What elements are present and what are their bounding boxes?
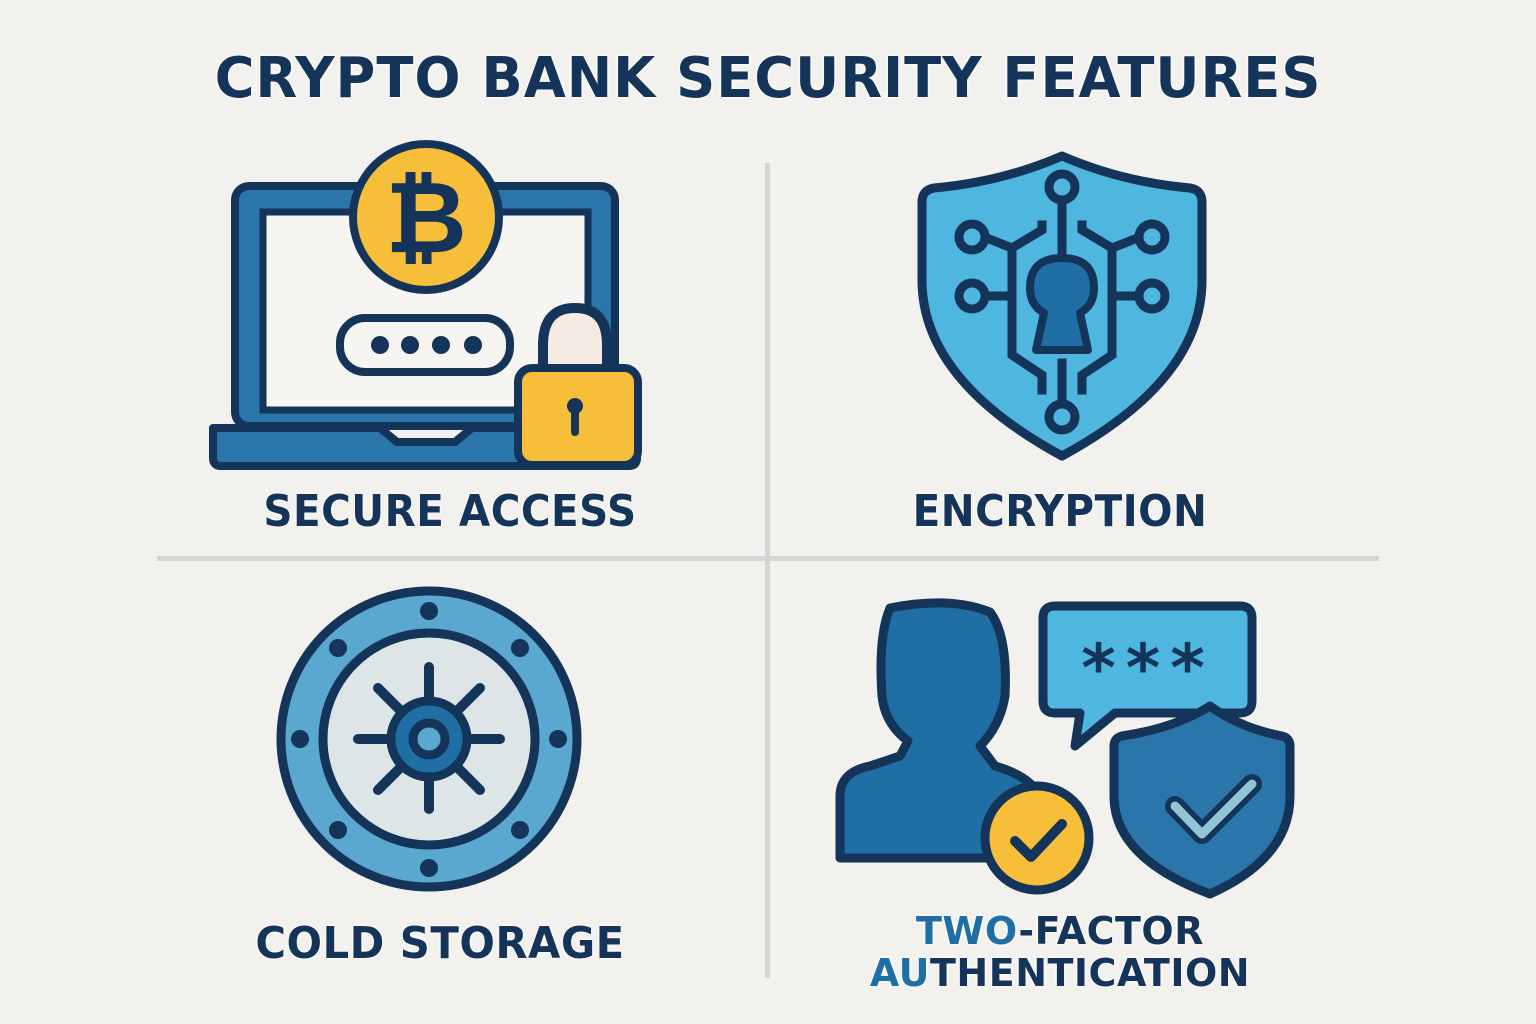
- vault-door-icon: [276, 586, 582, 892]
- bitcoin-icon: ₿: [385, 159, 467, 276]
- feature-label: SECURE ACCESS: [263, 486, 637, 537]
- check-circle-icon: [980, 781, 1094, 895]
- feature-label-line1: TWO-FACTOR: [915, 909, 1204, 953]
- shield-check-icon: [1109, 701, 1295, 899]
- feature-label: ENCRYPTION: [912, 486, 1208, 537]
- feature-label: COLD STORAGE: [255, 918, 625, 969]
- feature-label-line2: AUTHENTICATION: [869, 951, 1251, 995]
- shield-circuit-keyhole-icon: [917, 151, 1207, 461]
- horizontal-divider: [157, 556, 1379, 561]
- user-silhouette-icon: [835, 598, 1045, 863]
- user-code-shield-check-icon: ***: [835, 598, 1295, 899]
- page-title: CRYPTO BANK SECURITY FEATURES: [214, 46, 1322, 111]
- laptop-bitcoin-lock-icon: ₿: [209, 140, 642, 470]
- svg-text:***: ***: [1081, 630, 1215, 707]
- feature-label: TWO-FACTOR AUTHENTICATION: [830, 910, 1290, 994]
- vertical-divider: [765, 163, 770, 978]
